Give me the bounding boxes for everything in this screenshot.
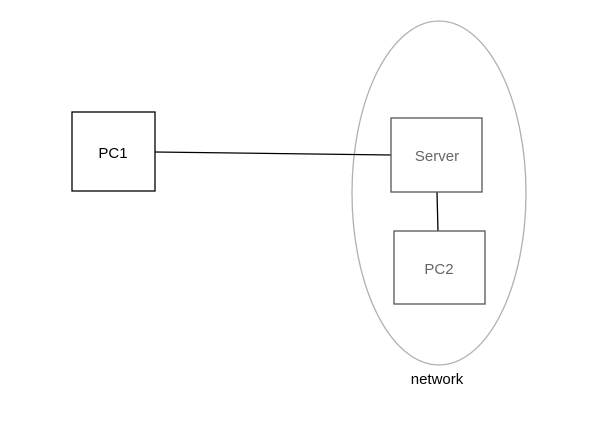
network-group-label: network — [411, 371, 464, 388]
node-server[interactable]: Server — [390, 117, 483, 193]
server-box[interactable] — [390, 117, 483, 193]
pc1-box[interactable] — [71, 111, 156, 192]
node-pc2[interactable]: PC2 — [393, 230, 486, 305]
pc2-label: PC2 — [424, 261, 453, 278]
server-label: Server — [415, 148, 459, 165]
edge-pc1-server[interactable] — [154, 151, 392, 156]
node-pc1[interactable]: PC1 — [71, 111, 156, 192]
network-group-ellipse[interactable] — [351, 20, 527, 366]
edge-server-pc2[interactable] — [436, 191, 439, 233]
pc1-label: PC1 — [98, 145, 127, 162]
pc2-box[interactable] — [393, 230, 486, 305]
